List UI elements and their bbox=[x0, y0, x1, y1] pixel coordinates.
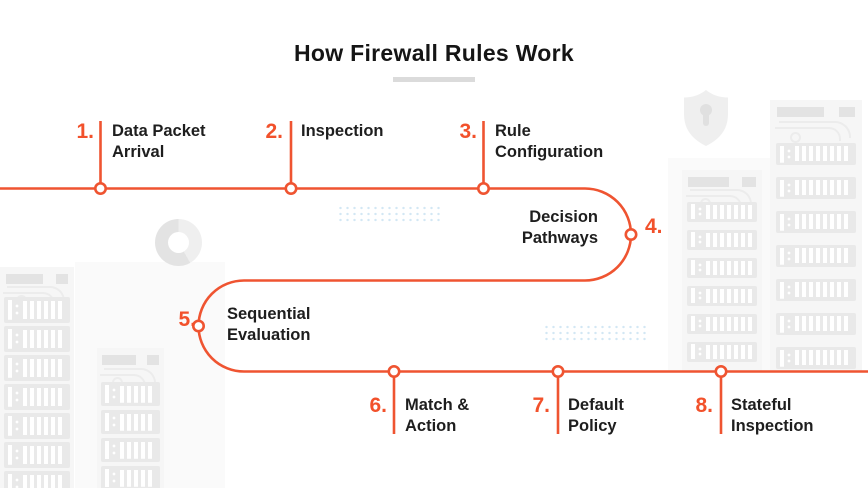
dot-grid-decoration bbox=[543, 324, 647, 341]
server-rack-unit bbox=[775, 347, 857, 369]
step-4-number: 4. bbox=[645, 215, 663, 238]
step-1-number: 1. bbox=[76, 120, 94, 143]
rack-header bbox=[5, 274, 69, 284]
step-node-6 bbox=[387, 364, 401, 378]
step-4-label: Decision Pathways bbox=[521, 208, 598, 247]
server-rack-unit bbox=[775, 245, 857, 267]
dot-grid-decoration bbox=[337, 205, 441, 222]
server-rack-unit bbox=[4, 384, 70, 410]
step-5-number: 5. bbox=[178, 308, 196, 331]
step-node-5 bbox=[192, 319, 206, 333]
server-rack-unit bbox=[4, 326, 70, 352]
step-6: 6. Match & Action bbox=[357, 395, 490, 437]
step-7-label: Default Policy bbox=[568, 396, 624, 435]
server-rack-unit bbox=[101, 466, 160, 488]
server-rack-unit bbox=[686, 230, 758, 250]
server-rack-unit bbox=[4, 471, 70, 488]
step-5-label: Sequential Evaluation bbox=[227, 305, 311, 344]
server-rack-illustration bbox=[97, 348, 164, 488]
step-7: 7. Default Policy bbox=[520, 395, 643, 437]
step-3: 3. Rule Configuration bbox=[447, 121, 620, 163]
server-rack-unit bbox=[4, 442, 70, 468]
rack-header bbox=[102, 355, 159, 365]
step-6-label: Match & Action bbox=[405, 396, 470, 435]
server-rack-unit bbox=[101, 410, 160, 434]
server-rack-unit bbox=[686, 202, 758, 222]
server-rack-unit bbox=[101, 438, 160, 462]
step-node-8 bbox=[714, 364, 728, 378]
server-rack-unit bbox=[686, 258, 758, 278]
step-1: 1. Data Packet Arrival bbox=[64, 121, 224, 163]
server-rack-unit bbox=[686, 286, 758, 306]
server-rack-unit bbox=[775, 143, 857, 165]
step-6-number: 6. bbox=[369, 394, 387, 417]
step-node-4 bbox=[624, 228, 638, 242]
step-node-1 bbox=[94, 182, 108, 196]
title-underline bbox=[393, 77, 475, 82]
step-7-number: 7. bbox=[532, 394, 550, 417]
server-rack-unit bbox=[4, 413, 70, 439]
shield-icon bbox=[684, 90, 728, 146]
server-rack-unit bbox=[775, 211, 857, 233]
server-rack-unit bbox=[775, 279, 857, 301]
step-5: 5. Sequential Evaluation bbox=[166, 304, 332, 346]
step-node-7 bbox=[551, 364, 565, 378]
server-rack-unit bbox=[775, 177, 857, 199]
server-rack-unit bbox=[4, 355, 70, 381]
rack-header bbox=[688, 177, 756, 187]
step-8-label: Stateful Inspection bbox=[731, 396, 814, 435]
step-8-number: 8. bbox=[695, 394, 713, 417]
step-3-label: Rule Configuration bbox=[495, 122, 604, 161]
step-4: Decision Pathways 4. bbox=[508, 207, 675, 249]
page-title: How Firewall Rules Work bbox=[294, 40, 574, 66]
step-2: 2. Inspection bbox=[253, 121, 411, 142]
step-node-2 bbox=[284, 182, 298, 196]
server-rack-unit bbox=[775, 313, 857, 335]
server-rack-unit bbox=[686, 342, 758, 362]
server-rack-illustration bbox=[682, 170, 762, 372]
step-node-3 bbox=[476, 182, 490, 196]
server-rack-unit bbox=[4, 297, 70, 323]
rack-header bbox=[777, 107, 855, 117]
step-8: 8. Stateful Inspection bbox=[683, 395, 831, 437]
step-1-label: Data Packet Arrival bbox=[112, 122, 206, 161]
server-rack-unit bbox=[686, 314, 758, 334]
server-rack-illustration bbox=[770, 100, 862, 372]
step-3-number: 3. bbox=[459, 120, 477, 143]
donut-ring-icon bbox=[155, 219, 202, 266]
server-rack-illustration bbox=[0, 267, 74, 488]
server-rack-unit bbox=[101, 382, 160, 406]
step-2-label: Inspection bbox=[301, 122, 384, 140]
step-2-number: 2. bbox=[265, 120, 283, 143]
